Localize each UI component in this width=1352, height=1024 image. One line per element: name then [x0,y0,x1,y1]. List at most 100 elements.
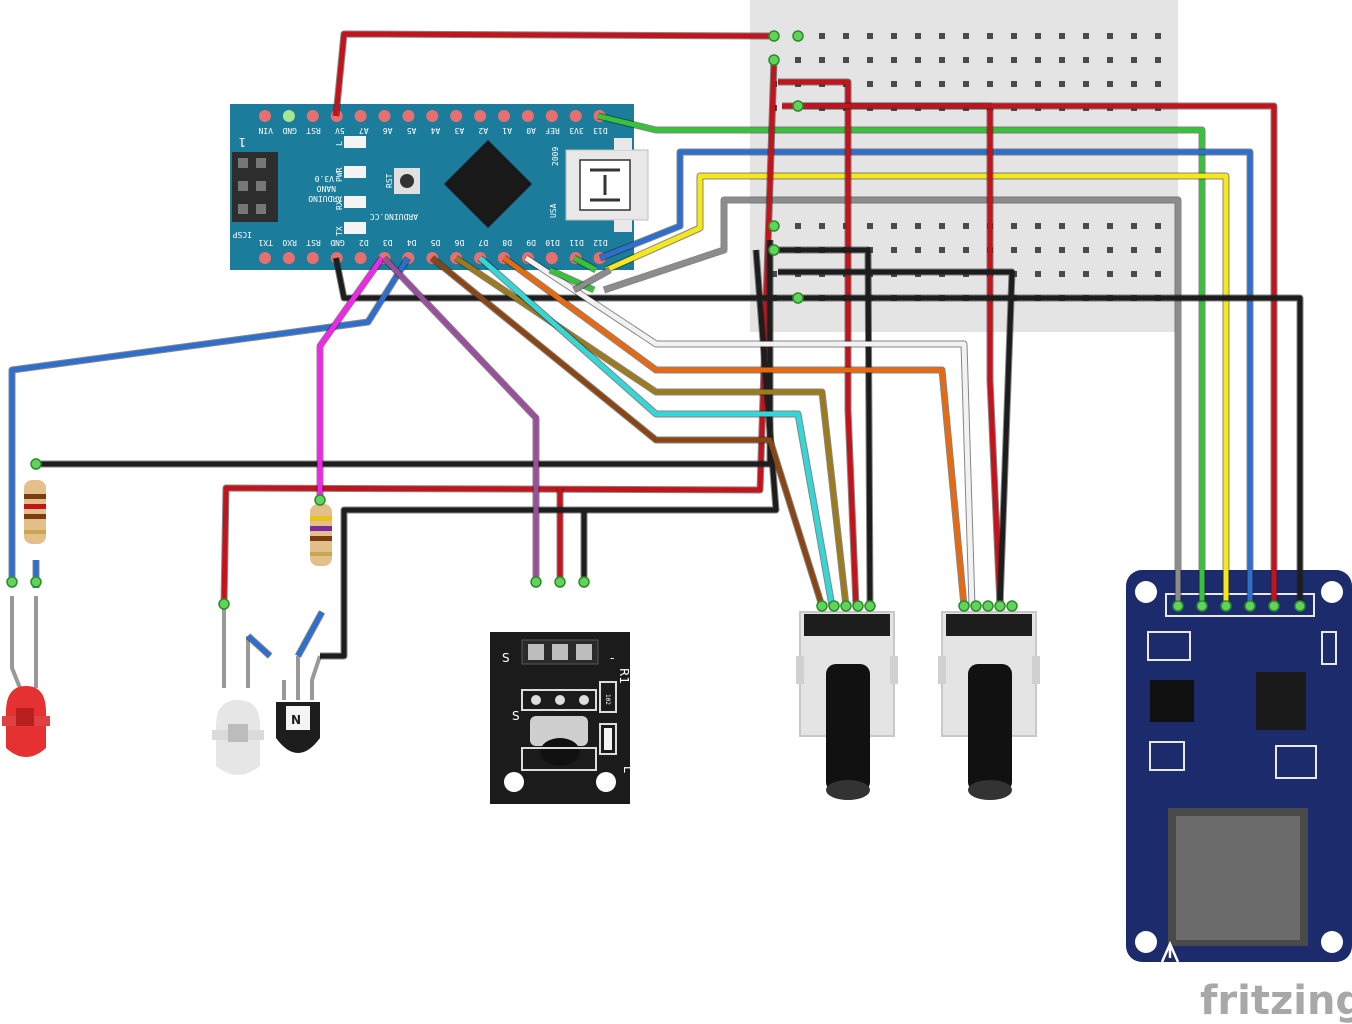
breadboard-hole [1083,247,1089,253]
breadboard-hole [1059,271,1065,277]
breadboard-hole [915,57,921,63]
breadboard-hole [867,57,873,63]
nano-top-pin [450,110,463,122]
breadboard-hole [891,81,897,87]
wire-black [778,247,873,607]
wire-endpoint [30,458,42,470]
breadboard-hole [1107,33,1113,39]
wire-blue [295,610,325,658]
wire-black [778,269,1015,607]
wire-yellow [604,173,1229,606]
breadboard-hole [819,223,825,229]
red-led [2,596,50,757]
breadboard-hole [1107,271,1113,277]
white-led [212,604,264,775]
wire-black [36,240,773,467]
breadboard-hole [1011,57,1017,63]
reset-label: RST [385,173,394,188]
nano-bottom-pin-label: TX1 [258,238,273,247]
breadboard-hole [1035,33,1041,39]
nano-bottom-pin-label: RST [306,238,321,247]
nano-bottom-pin-label: D10 [545,238,560,247]
wire-ends [6,30,1306,612]
wire-magenta [317,256,385,500]
resistor-1 [24,480,46,544]
breadboard-hole [1155,247,1161,253]
wire-endpoint [852,600,864,612]
led-label-tx: TX [335,226,344,236]
nano-bottom-pin-label: D8 [502,238,512,247]
nano-bottom-pin-label: D7 [478,238,488,247]
wire-outline [320,249,780,660]
nano-top-pin [545,110,558,122]
nano-top-pin [474,110,487,122]
wire-endpoint [958,600,970,612]
wire-green [597,113,1205,606]
nano-top-pin-label: GND [282,126,297,135]
ir-resistor-code: 102 [604,694,611,705]
breadboard-hole [1011,223,1017,229]
breadboard-hole [1083,33,1089,39]
wire-endpoint [816,600,828,612]
wire-endpoint [1294,600,1306,612]
nano-top-pin [306,110,319,122]
breadboard-hole [963,57,969,63]
breadboard-hole [1035,247,1041,253]
nano-name: ARDUINO [308,194,342,203]
resistor-2 [310,504,332,566]
nano-bottom-pin [545,252,558,264]
led-label-l: L [335,141,344,146]
icsp-label: ICSP [233,230,252,239]
breadboard-hole [1035,57,1041,63]
nano-top-pin-label: 3V3 [569,126,584,135]
nano-version: V3.0 [315,174,334,183]
ir-pin-minus: - [610,651,614,665]
breadboard-hole [1035,271,1041,277]
ir-pin-s: S [502,651,510,665]
breadboard-hole [819,33,825,39]
wire-black [333,257,1303,606]
breadboard-hole [1155,81,1161,87]
breadboard-hole [1059,223,1065,229]
wire-endpoint [768,30,780,42]
breadboard-hole [915,81,921,87]
icsp-number: 1 [239,135,246,149]
breadboard-hole [1083,223,1089,229]
breadboard-hole [1155,271,1161,277]
wire-blue [599,149,1253,606]
wire-blue [9,256,411,582]
wire-endpoint [1196,600,1208,612]
nano-top-pin-label: D13 [593,126,608,135]
wire-endpoint [1268,600,1280,612]
breadboard-hole [843,57,849,63]
transistor: N [276,655,322,753]
breadboard-hole [795,57,801,63]
wires [8,30,1304,660]
nano-top-pin-label: A5 [407,126,417,135]
wire-endpoint [314,494,326,506]
nano-bottom-pin-label: GND [330,238,345,247]
breadboard-hole [1011,81,1017,87]
wire-endpoint [1220,600,1232,612]
nano-top-pin [426,110,439,122]
wire-endpoint [30,576,42,588]
wire-white [524,255,975,607]
wire-red [778,79,859,607]
breadboard-hole [987,81,993,87]
breadboard-hole [891,223,897,229]
wire-cyan [478,256,835,607]
breadboard-hole [1107,247,1113,253]
wire-endpoint [1006,600,1018,612]
wire-endpoint [792,30,804,42]
nano-top-pin [402,110,415,122]
wire-outline [381,255,540,582]
breadboard-hole [843,33,849,39]
breadboard-hole [795,223,801,229]
nano-bottom-pin-label: D3 [383,238,393,247]
breadboard-hole [867,81,873,87]
nano-bottom-pin [259,252,271,264]
nano-bottom-pin [306,252,319,264]
nano-top-pin-label: VIN [258,126,273,135]
nano-bottom-pin-label: D9 [526,238,536,247]
wire-endpoint [578,576,590,588]
